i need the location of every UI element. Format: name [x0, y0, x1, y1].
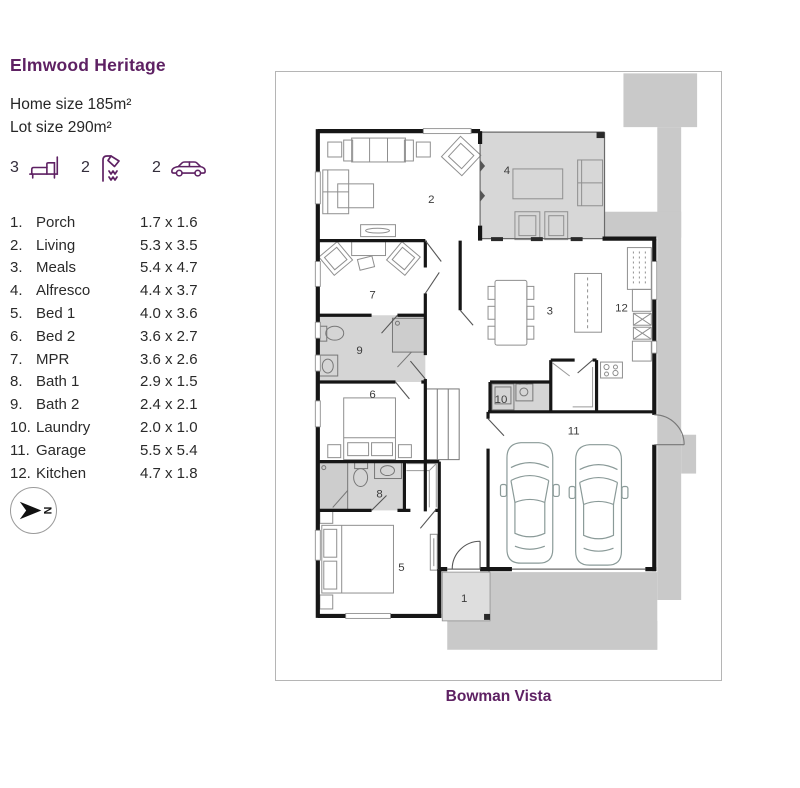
wir-shelves: [406, 463, 437, 508]
plan-title: Elmwood Heritage: [10, 55, 166, 75]
info-panel: Elmwood Heritage Home size 185m² Lot siz…: [10, 55, 250, 139]
bed1-furniture: [319, 509, 438, 610]
alfresco-fill: [480, 132, 605, 239]
door-markers: [480, 132, 605, 620]
garage-cars: [499, 442, 629, 566]
alfresco-furniture: [512, 159, 604, 241]
label-kitchen: 12: [615, 302, 628, 314]
hall-cupboards: [425, 388, 460, 461]
bed-count: 3: [10, 158, 19, 176]
stat-cars: 2: [152, 156, 223, 180]
label-living: 2: [428, 194, 434, 206]
label-bed2: 6: [369, 389, 375, 401]
label-garage: 11: [568, 426, 580, 438]
label-bath1: 8: [376, 488, 382, 500]
label-bath2: 9: [356, 345, 362, 357]
label-meals: 3: [547, 305, 553, 317]
street-name: Bowman Vista: [445, 688, 552, 705]
label-bed1: 5: [398, 562, 404, 574]
north-indicator: N: [10, 487, 57, 534]
car-icon: [170, 156, 207, 180]
store-fixtures: [552, 362, 594, 408]
room-labels: 1 2 3 4 5 6 7 8 9 10 11 12: [356, 165, 627, 605]
stat-beds: 3: [10, 154, 81, 181]
kitchen-furniture: [574, 247, 652, 379]
size-lines: Home size 185m² Lot size 290m²: [10, 93, 250, 139]
shower-icon: [99, 152, 125, 183]
room-fills: [317, 132, 605, 622]
living-furniture: [322, 135, 482, 238]
north-label: N: [41, 507, 53, 515]
stats-row: 3 2 2: [10, 152, 223, 183]
lot-size: Lot size 290m²: [10, 119, 112, 136]
home-size: Home size 185m²: [10, 96, 132, 113]
mpr-furniture: [318, 240, 421, 277]
windows: [314, 128, 658, 619]
label-porch: 1: [461, 593, 467, 605]
car-count: 2: [152, 158, 161, 176]
bed-icon: [28, 154, 62, 181]
label-mpr: 7: [369, 289, 375, 301]
floor-plan-svg: 1 2 3 4 5 6 7 8 9 10 11 12: [314, 73, 698, 650]
dining-furniture: [487, 279, 535, 346]
label-alfresco: 4: [504, 165, 511, 177]
walls: [315, 129, 685, 619]
north-arrow-icon: [19, 501, 42, 520]
label-laundry: 10: [495, 394, 508, 406]
porch-fill: [441, 571, 491, 622]
floor-plan-page: 1 2 3 4 5 6 7 8 9 10 11 12: [275, 71, 722, 681]
bath-count: 2: [81, 158, 90, 176]
stat-baths: 2: [81, 152, 152, 183]
bed2-furniture: [327, 397, 412, 461]
bath2-fixtures: [318, 317, 426, 377]
lot-paths: [447, 73, 698, 650]
